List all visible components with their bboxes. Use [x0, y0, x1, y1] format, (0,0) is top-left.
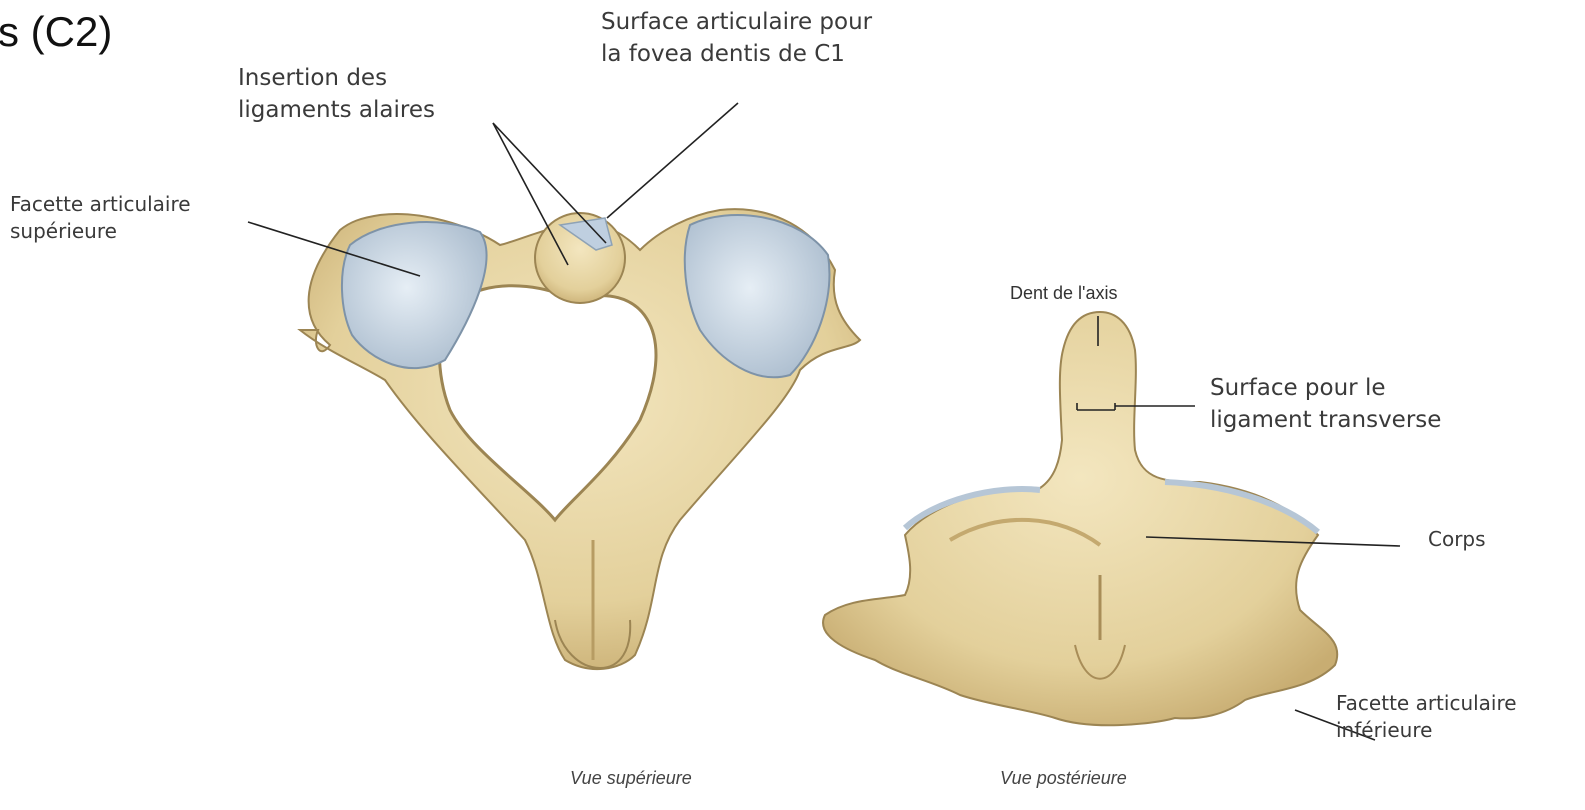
label-inferior-facet: Facette articulaire inférieure — [1336, 690, 1517, 744]
caption-posterior-view: Vue postérieure — [1000, 768, 1127, 789]
label-fovea-surface: Surface articulaire pour la fovea dentis… — [601, 6, 872, 70]
label-transverse-line1: Surface pour le — [1210, 372, 1441, 404]
superior-view-vertebra — [300, 209, 860, 669]
label-dens: Dent de l'axis — [1010, 283, 1118, 304]
label-transverse-line2: ligament transverse — [1210, 404, 1441, 436]
label-facette-sup-line2: supérieure — [10, 218, 191, 245]
label-alaires-line1: Insertion des — [238, 62, 435, 94]
label-facette-sup-line1: Facette articulaire — [10, 191, 191, 218]
label-facette-inf-line2: inférieure — [1336, 717, 1517, 744]
label-alar-ligaments: Insertion des ligaments alaires — [238, 62, 435, 126]
label-facette-inf-line1: Facette articulaire — [1336, 690, 1517, 717]
label-fovea-line2: la fovea dentis de C1 — [601, 38, 872, 70]
label-transverse-surface: Surface pour le ligament transverse — [1210, 372, 1441, 436]
label-fovea-line1: Surface articulaire pour — [601, 6, 872, 38]
label-alaires-line2: ligaments alaires — [238, 94, 435, 126]
caption-superior-view: Vue supérieure — [570, 768, 692, 789]
label-superior-facet: Facette articulaire supérieure — [10, 191, 191, 245]
label-body: Corps — [1428, 526, 1486, 553]
